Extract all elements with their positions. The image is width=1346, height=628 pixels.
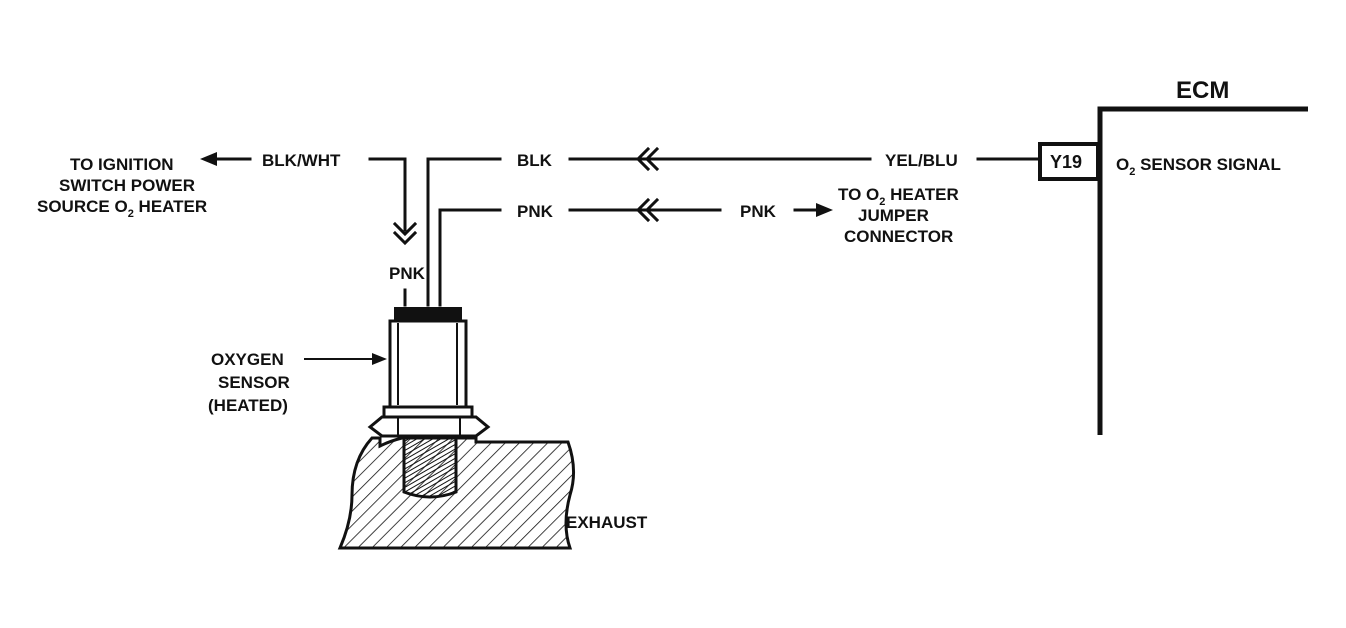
ignition-note-line2: SWITCH POWER — [59, 176, 195, 195]
ecm-module: ECM Y19 O2 SENSOR SIGNAL — [1038, 77, 1308, 435]
connector-y19 — [1038, 142, 1100, 181]
sensor-hex-nut — [367, 415, 491, 438]
sensor-cap — [394, 307, 462, 321]
wire-label-pnk-right: PNK — [740, 202, 777, 221]
heater-jumper-note-line1: TO O2 HEATER — [838, 185, 959, 208]
wire-label-pnk-vertical: PNK — [389, 264, 426, 283]
arrow-right-icon — [816, 203, 833, 217]
o2-sensor-signal-label: O2 SENSOR SIGNAL — [1116, 155, 1281, 178]
inline-connector-chevrons — [635, 146, 660, 172]
wire-label-blk: BLK — [517, 151, 553, 170]
arrow-right-icon — [372, 353, 387, 365]
ecm-title: ECM — [1176, 77, 1229, 104]
ignition-note: TO IGNITION SWITCH POWER SOURCE O2 HEATE… — [37, 155, 207, 220]
signal-wire: BLK YEL/BLU — [426, 146, 1042, 307]
inline-connector-chevrons — [635, 197, 660, 223]
sensor-note: OXYGEN SENSOR (HEATED) — [208, 350, 387, 415]
sensor-note-line1: OXYGEN — [211, 350, 284, 369]
oxygen-sensor — [367, 307, 491, 438]
ignition-note-line3: SOURCE O2 HEATER — [37, 197, 207, 220]
heater-jumper-note-line3: CONNECTOR — [844, 227, 953, 246]
sensor-note-line3: (HEATED) — [208, 396, 288, 415]
sensor-note-line2: SENSOR — [218, 373, 290, 392]
ignition-power-wire: BLK/WHT PNK — [200, 151, 426, 307]
sensor-threads — [402, 436, 458, 499]
inline-connector-chevrons — [392, 221, 418, 246]
ecm-boundary — [1097, 106, 1308, 435]
sensor-body — [388, 319, 468, 409]
wire-label-pnk-upper: PNK — [517, 202, 554, 221]
wire-label-yel-blu: YEL/BLU — [885, 151, 958, 170]
wire-label-blk-wht: BLK/WHT — [262, 151, 341, 170]
exhaust-label: EXHAUST — [566, 513, 648, 532]
arrow-left-icon — [200, 152, 217, 166]
heater-jumper-note-line2: JUMPER — [858, 206, 929, 225]
connector-y19-label: Y19 — [1050, 152, 1082, 172]
heater-jumper-note: TO O2 HEATER JUMPER CONNECTOR — [838, 185, 959, 246]
heater-jumper-wire: PNK PNK — [438, 197, 833, 307]
ignition-note-line1: TO IGNITION — [70, 155, 174, 174]
exhaust-pipe: EXHAUST — [337, 436, 648, 550]
